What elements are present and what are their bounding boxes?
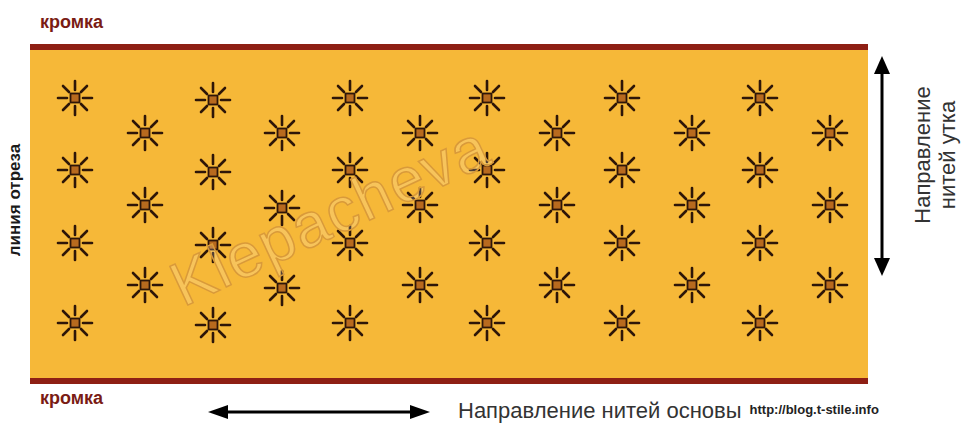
selvedge-bottom: [30, 378, 868, 384]
selvedge-label: кромка: [40, 388, 103, 409]
cut-line-label: линия отреза: [5, 144, 25, 256]
weft-arrow: [874, 56, 890, 276]
watermark-url: http://blog.t-stile.info: [750, 402, 879, 417]
warp-arrow: [208, 405, 430, 419]
warp-direction-label: Направление нитей основы: [458, 398, 742, 424]
fabric: [30, 44, 868, 384]
selvedge-label: кромка: [40, 12, 103, 33]
sun-pattern: [58, 81, 847, 342]
selvedge-top: [30, 44, 868, 50]
weft-direction-label: Направление нитей утка: [910, 80, 961, 230]
